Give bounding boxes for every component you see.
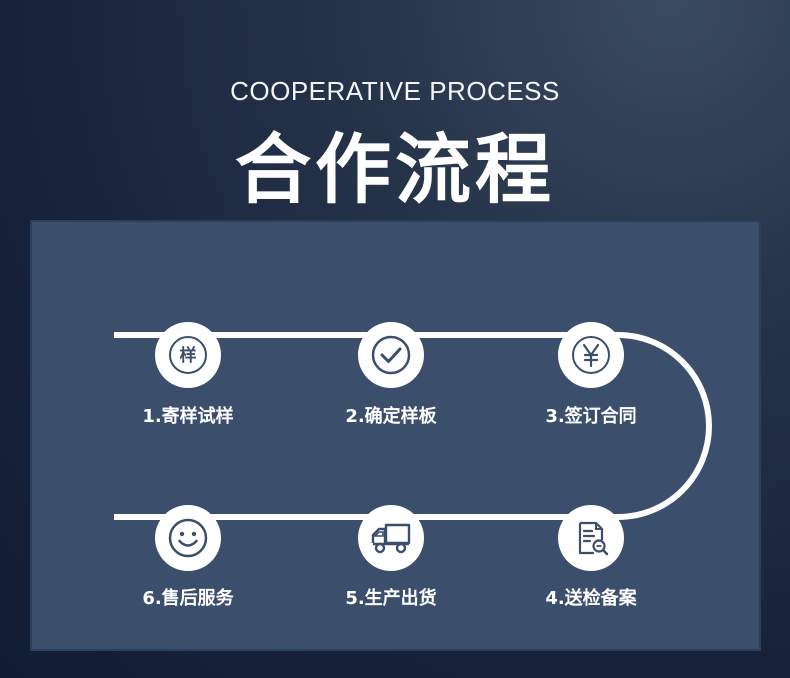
step-4-label: 4.送检备案 bbox=[545, 588, 637, 609]
checkmark-icon bbox=[371, 335, 411, 375]
truck-icon bbox=[371, 523, 411, 554]
step-6-label: 6.售后服务 bbox=[142, 588, 234, 609]
step-4-node bbox=[558, 505, 624, 571]
step-1-node: 样 bbox=[155, 322, 221, 388]
svg-text:样: 样 bbox=[180, 345, 197, 366]
step-3-node bbox=[558, 322, 624, 388]
step-6-node bbox=[155, 505, 221, 571]
smiley-icon bbox=[168, 518, 208, 558]
process-panel: 样 1.寄样试样 2.确定样板 3.签订合同 4.送检备案 bbox=[30, 220, 761, 651]
step-3-label: 3.签订合同 bbox=[545, 406, 637, 427]
yen-icon bbox=[572, 336, 610, 374]
step-5-label: 5.生产出货 bbox=[345, 588, 437, 609]
step-2-node bbox=[358, 322, 424, 388]
step-1-label: 1.寄样试样 bbox=[142, 406, 234, 427]
step-5-node bbox=[358, 505, 424, 571]
sample-char-icon: 样 bbox=[169, 336, 207, 374]
step-2-label: 2.确定样板 bbox=[345, 406, 437, 427]
document-search-icon bbox=[578, 521, 609, 556]
page-title: 合作流程 bbox=[235, 125, 555, 214]
page-subtitle: COOPERATIVE PROCESS bbox=[230, 76, 560, 106]
process-track bbox=[114, 332, 712, 520]
